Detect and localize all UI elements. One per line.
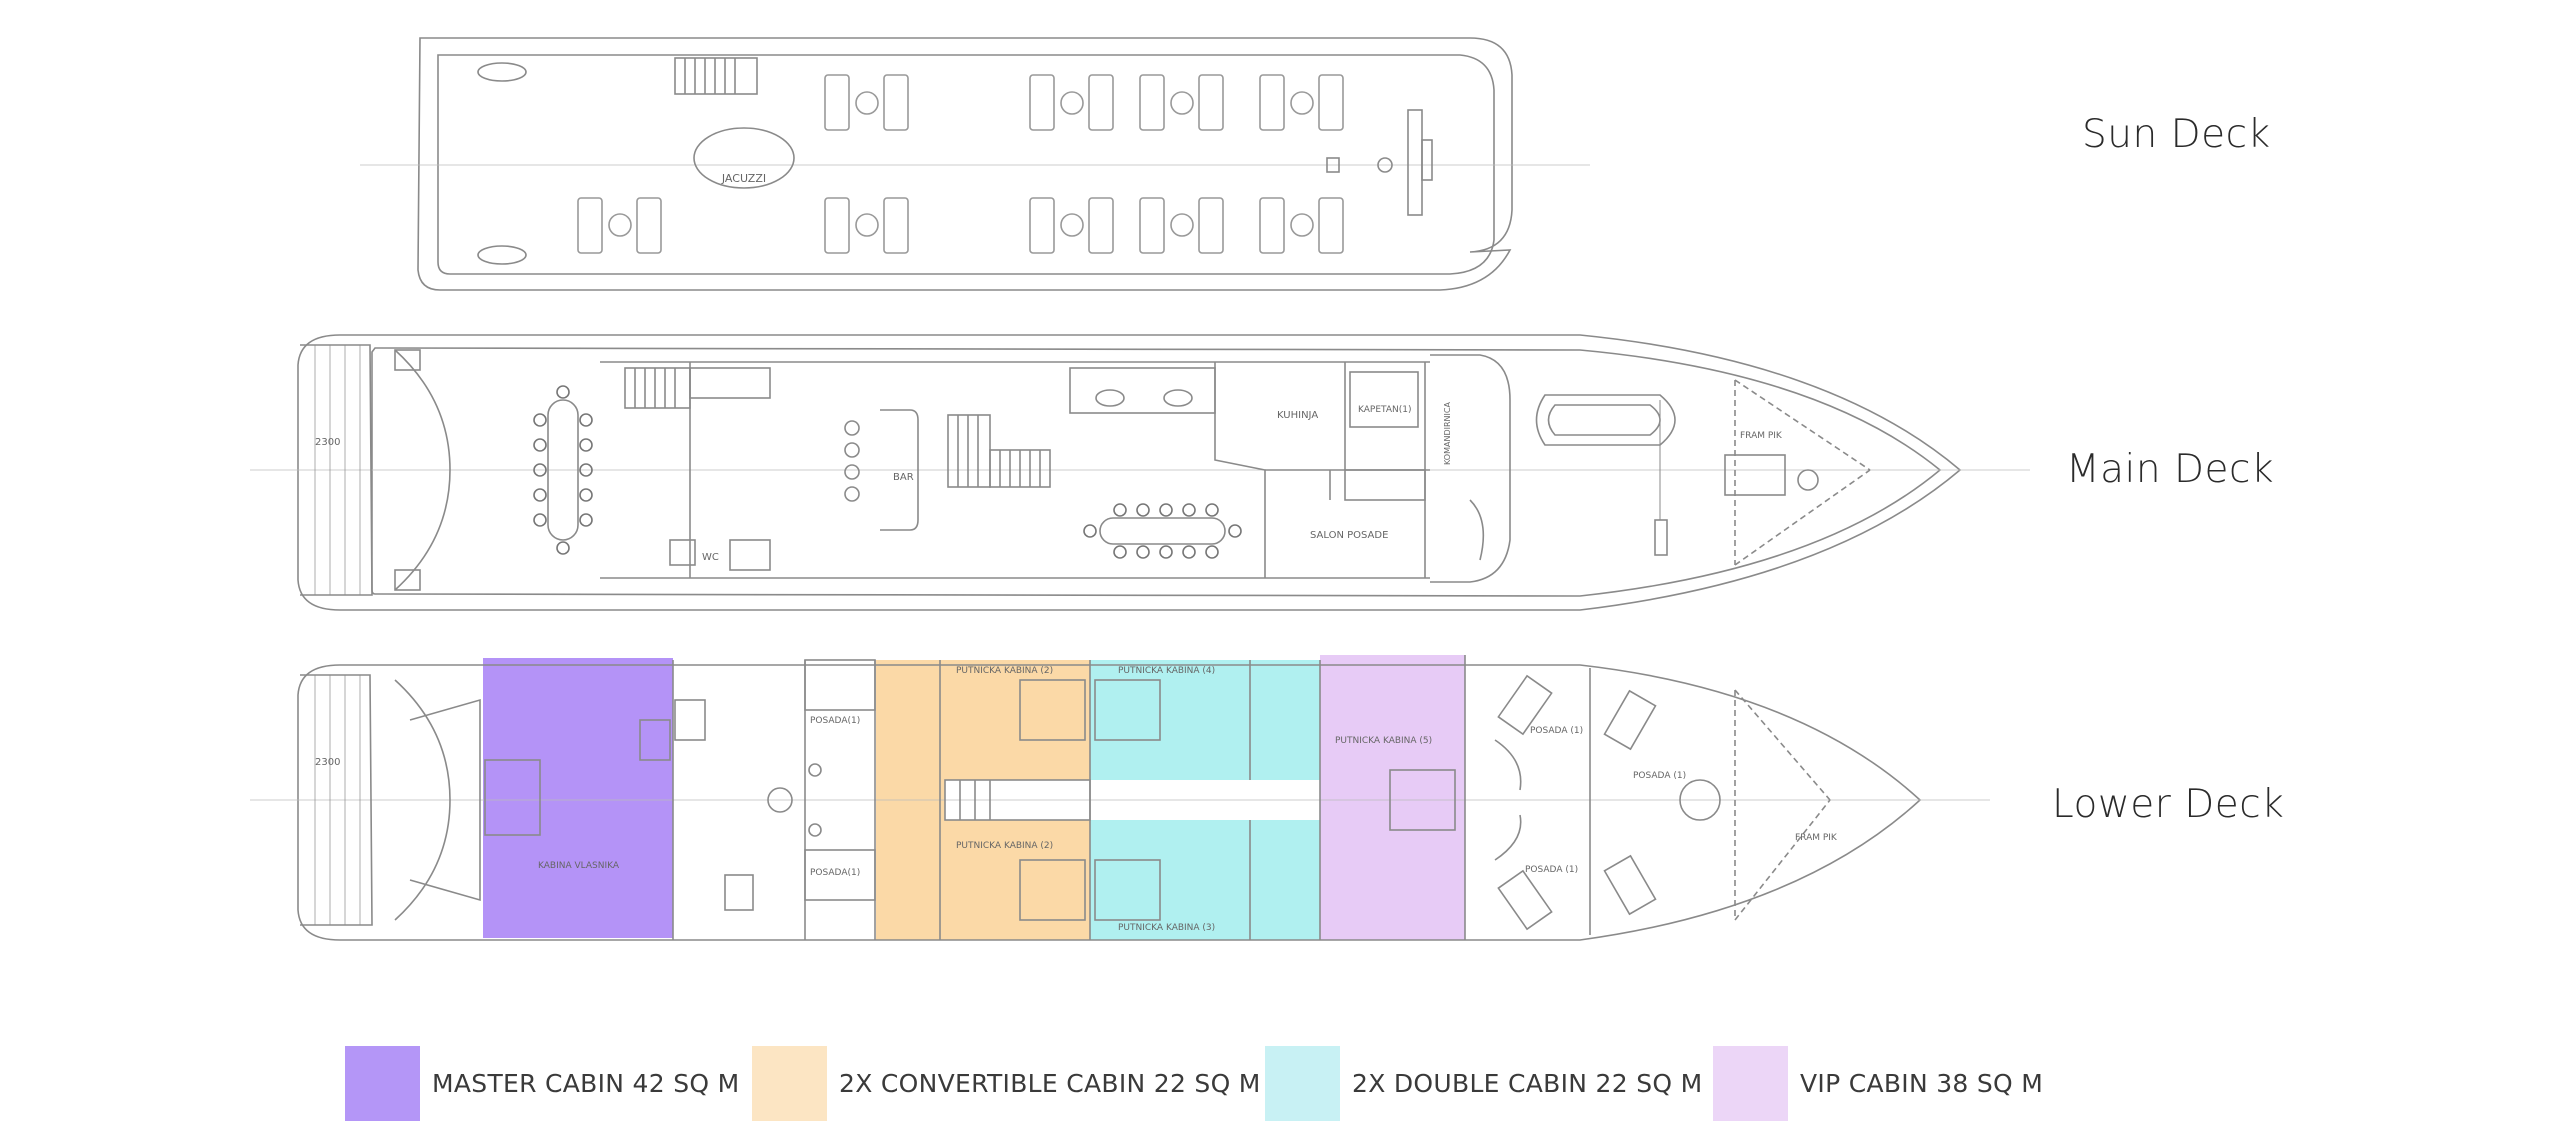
legend-double: 2X DOUBLE CABIN 22 SQ M <box>1265 1046 1702 1121</box>
posada-label-1: POSADA(1) <box>810 716 860 726</box>
bridge-label: KOMANDIRNICA <box>1443 402 1452 465</box>
main-deck-plan <box>250 334 2030 611</box>
conv-top-label: PUTNICKA KABINA (2) <box>956 666 1053 676</box>
legend-swatch-double <box>1265 1046 1340 1121</box>
dimension-lower: 2300 <box>315 757 340 768</box>
dimension-main: 2300 <box>315 437 340 448</box>
captain-label: KAPETAN(1) <box>1358 405 1411 415</box>
lower-deck-label: Lower Deck <box>2052 782 2285 827</box>
legend-label-double: 2X DOUBLE CABIN 22 SQ M <box>1352 1069 1703 1098</box>
legend-label-master: MASTER CABIN 42 SQ M <box>432 1069 740 1098</box>
main-deck-label: Main Deck <box>2066 447 2275 492</box>
wc-label: WC <box>702 552 719 563</box>
fram-pik-main-label: FRAM PIK <box>1740 431 1783 441</box>
master-cabin-label: KABINA VLASNIKA <box>538 861 620 871</box>
lower-deck-plan <box>250 655 1990 941</box>
vip-cabin-overlay <box>1320 655 1465 940</box>
legend-convertible: 2X CONVERTIBLE CABIN 22 SQ M <box>752 1046 1261 1121</box>
sun-deck-label: Sun Deck <box>2082 112 2271 157</box>
bar-label: BAR <box>893 472 914 483</box>
jacuzzi-label: JACUZZI <box>721 172 766 185</box>
legend-swatch-master <box>345 1046 420 1121</box>
master-cabin-overlay <box>483 658 673 938</box>
sun-deck-plan <box>360 37 1590 291</box>
legend-vip: VIP CABIN 38 SQ M <box>1713 1046 2043 1121</box>
fram-pik-lower-label: FRAM PIK <box>1795 833 1838 843</box>
conv-bottom-label: PUTNICKA KABINA (2) <box>956 841 1053 851</box>
legend-master: MASTER CABIN 42 SQ M <box>345 1046 739 1121</box>
vip-label: PUTNICKA KABINA (5) <box>1335 736 1432 746</box>
posada-label-5: POSADA (1) <box>1525 865 1578 875</box>
crew-salon-label: SALON POSADE <box>1310 530 1388 541</box>
double-top-label: PUTNICKA KABINA (4) <box>1118 666 1215 676</box>
posada-label-4: POSADA (1) <box>1633 771 1686 781</box>
galley-label: KUHINJA <box>1277 410 1318 421</box>
double-bottom-label: PUTNICKA KABINA (3) <box>1118 923 1215 933</box>
posada-label-3: POSADA (1) <box>1530 726 1583 736</box>
posada-label-2: POSADA(1) <box>810 868 860 878</box>
legend-label-convertible: 2X CONVERTIBLE CABIN 22 SQ M <box>839 1069 1261 1098</box>
legend-swatch-vip <box>1713 1046 1788 1121</box>
legend-swatch-convertible <box>752 1046 827 1121</box>
legend-label-vip: VIP CABIN 38 SQ M <box>1800 1069 2044 1098</box>
